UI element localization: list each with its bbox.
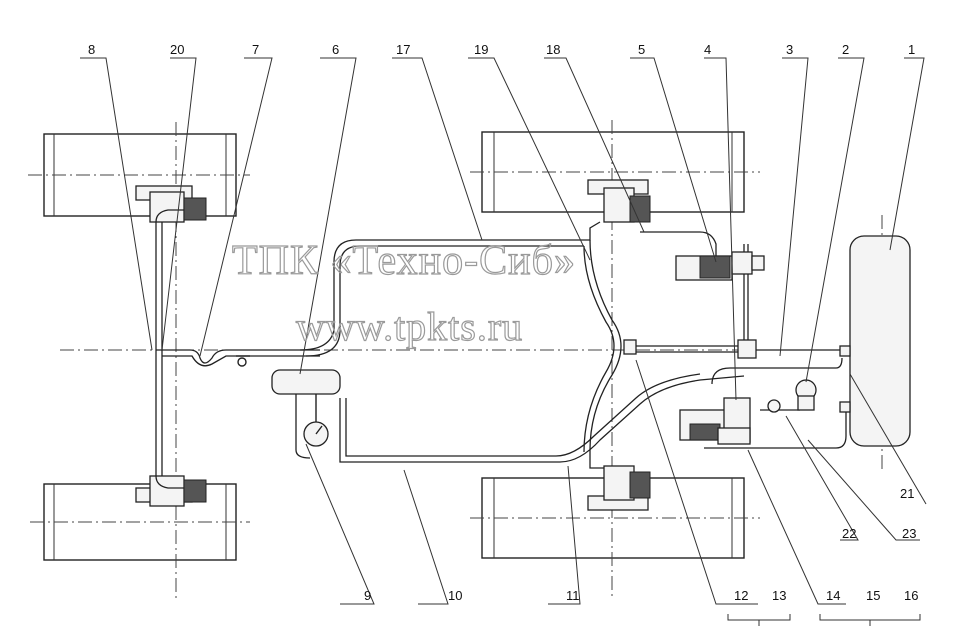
brake-pipelines [155, 209, 847, 489]
leader-lines [80, 57, 927, 626]
label-17: 17 [396, 42, 410, 57]
label-9: 9 [364, 588, 371, 603]
watermark-line1: ТПК «Техно-Сиб» [232, 238, 576, 284]
label-2: 2 [842, 42, 849, 57]
label-3: 3 [786, 42, 793, 57]
label-1: 1 [908, 42, 915, 57]
air-tank-1 [839, 235, 911, 447]
tee-fitting-12 [623, 339, 637, 355]
master-cylinder-unit-4 [679, 397, 751, 445]
label-21: 21 [900, 486, 914, 501]
watermark-line2: www.tpkts.ru [296, 304, 523, 349]
valve-3 [767, 399, 781, 413]
pressure-gauge-9 [303, 394, 329, 447]
label-23: 23 [902, 526, 916, 541]
brake-chamber-6 [236, 355, 341, 395]
label-5: 5 [638, 42, 645, 57]
label-8: 8 [88, 42, 95, 57]
brake-cylinder-front-right [587, 179, 651, 223]
brake-cylinder-rear-right [587, 465, 651, 511]
label-19: 19 [474, 42, 488, 57]
label-4: 4 [704, 42, 711, 57]
label-20: 20 [170, 42, 184, 57]
label-13: 13 [772, 588, 786, 603]
label-22: 22 [842, 526, 856, 541]
regulator-2 [795, 379, 817, 411]
label-15: 15 [866, 588, 880, 603]
label-14: 14 [826, 588, 840, 603]
label-18: 18 [546, 42, 560, 57]
brake-cylinder-rear-left [135, 475, 207, 507]
label-16: 16 [904, 588, 918, 603]
valve-18 [675, 251, 765, 281]
label-7: 7 [252, 42, 259, 57]
label-12: 12 [734, 588, 748, 603]
label-6: 6 [332, 42, 339, 57]
tee-fitting-5 [737, 339, 757, 359]
label-11: 11 [566, 588, 580, 603]
label-10: 10 [448, 588, 462, 603]
